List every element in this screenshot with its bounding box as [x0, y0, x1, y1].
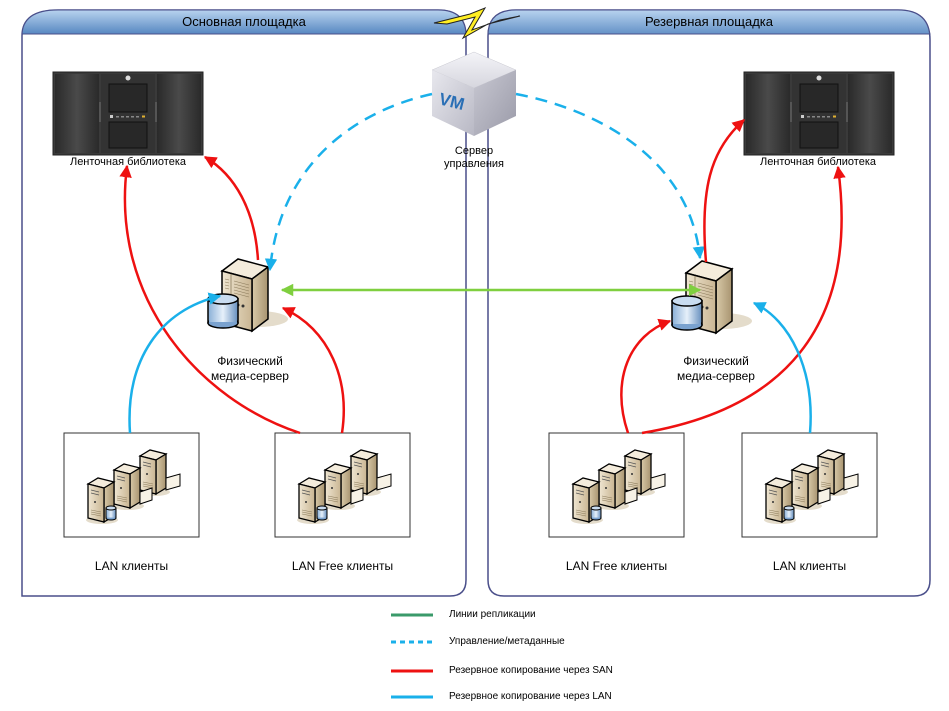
primary-media-server-label-line1: Физический	[217, 354, 283, 368]
legend-label-replication: Линии репликации	[449, 609, 536, 620]
primary-lan-clients-label: LAN клиенты	[94, 559, 169, 573]
primary-media-server-label-line2: медиа-сервер	[211, 369, 289, 383]
legend-label-lan: Резервное копирование через LAN	[449, 691, 612, 702]
reserve-lan-clients-label: LAN клиенты	[772, 559, 847, 573]
san-link-reserve-lanfree-to-library	[641, 165, 846, 435]
san-link-reserve-lanfree-to-media	[620, 318, 672, 434]
legend	[391, 613, 433, 699]
primary-site-title: Основная площадка	[182, 14, 306, 29]
lan-link-primary-clients-to-media	[128, 292, 222, 434]
reserve-media-server-label-line2: медиа-сервер	[677, 369, 755, 383]
san-link-primary-media-to-library	[203, 155, 260, 261]
lan-link-reserve-clients-to-media	[752, 301, 812, 434]
reserve-media-server-label-line1: Физический	[683, 354, 749, 368]
primary-tape-library-icon	[52, 71, 204, 156]
mgmt-link-primary	[264, 92, 433, 272]
legend-label-san: Резервное копирование через SAN	[449, 665, 613, 676]
mgmt-link-reserve	[515, 92, 706, 260]
wan-link-icon	[433, 6, 521, 40]
san-link-primary-lanfree-to-library	[119, 164, 301, 435]
reserve-site-title: Резервная площадка	[644, 14, 773, 29]
vm-management-server-icon: VM	[431, 51, 517, 136]
primary-lan-clients-box[interactable]	[63, 432, 200, 538]
reserve-tape-library-label: Ленточная библиотека	[759, 156, 877, 168]
primary-lanfree-clients-box[interactable]	[274, 432, 411, 538]
reserve-tape-library-icon	[743, 71, 895, 156]
san-link-primary-lanfree-to-media	[281, 306, 345, 434]
mgmt-server-label-line1: Сервер	[454, 145, 494, 157]
primary-lanfree-clients-label: LAN Free клиенты	[291, 559, 394, 573]
reserve-lanfree-clients-label: LAN Free клиенты	[565, 559, 668, 573]
legend-label-management: Управление/метаданные	[449, 636, 565, 647]
primary-tape-library-label: Ленточная библиотека	[69, 156, 187, 168]
reserve-lanfree-clients-box[interactable]	[548, 432, 685, 538]
reserve-lan-clients-box[interactable]	[741, 432, 878, 538]
mgmt-server-label-line2: управления	[444, 158, 504, 170]
san-link-reserve-media-to-library	[703, 119, 745, 263]
